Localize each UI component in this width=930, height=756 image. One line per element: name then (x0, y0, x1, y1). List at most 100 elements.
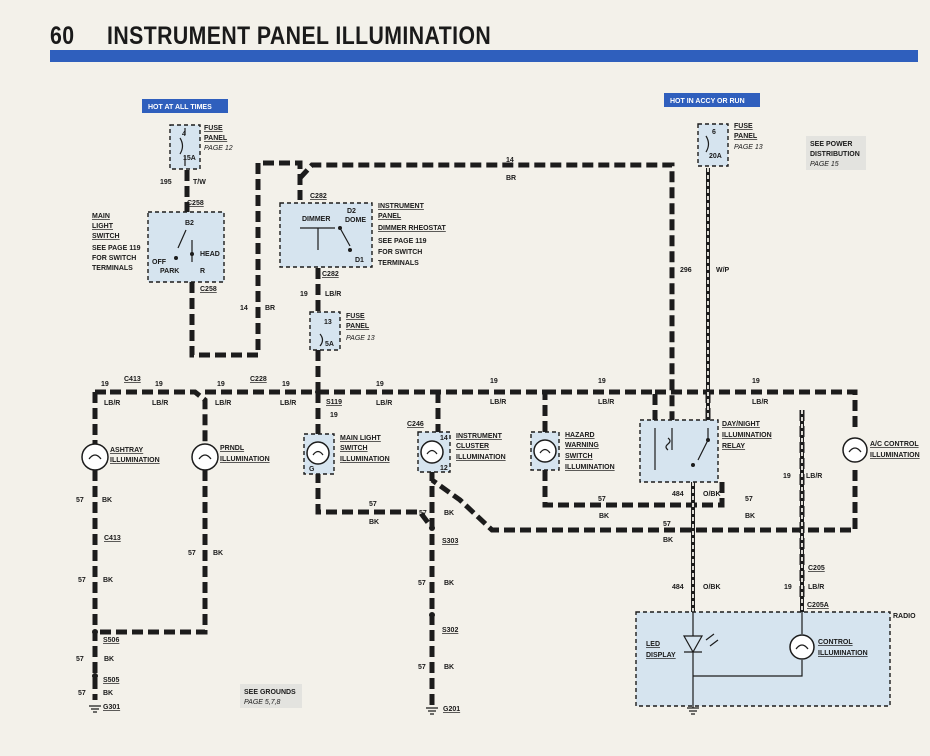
svg-text:BR: BR (265, 305, 275, 312)
svg-text:484: 484 (672, 584, 684, 591)
svg-text:ILLUMINATION: ILLUMINATION (456, 454, 506, 461)
svg-text:4: 4 (182, 131, 186, 138)
svg-text:57: 57 (418, 580, 426, 587)
hot-in-accy-tag (664, 93, 760, 107)
svg-text:DIMMER RHEOSTAT: DIMMER RHEOSTAT (378, 225, 447, 232)
svg-text:57: 57 (76, 497, 84, 504)
page-header: 60 INSTRUMENT PANEL ILLUMINATION (0, 0, 930, 70)
svg-text:SEE PAGE 119: SEE PAGE 119 (378, 238, 427, 245)
svg-text:PAGE 13: PAGE 13 (734, 144, 763, 151)
svg-text:BK: BK (599, 513, 609, 520)
svg-text:T/W: T/W (193, 179, 206, 186)
svg-text:57: 57 (598, 496, 606, 503)
svg-text:LB/R: LB/R (215, 400, 231, 407)
see-power-distribution-note: SEE POWER DISTRIBUTION PAGE 15 (806, 136, 866, 170)
svg-text:BK: BK (213, 550, 223, 557)
hot-in-accy-text: HOT IN ACCY OR RUN (670, 98, 745, 105)
svg-text:ILLUMINATION: ILLUMINATION (220, 456, 270, 463)
svg-text:OFF: OFF (152, 259, 167, 266)
svg-text:19: 19 (783, 473, 791, 480)
svg-text:MAIN: MAIN (92, 213, 110, 220)
svg-text:57: 57 (663, 521, 671, 528)
svg-text:57: 57 (419, 510, 427, 517)
hot-at-all-times-text: HOT AT ALL TIMES (148, 104, 212, 111)
svg-text:BK: BK (444, 510, 454, 517)
svg-text:LB/R: LB/R (598, 399, 614, 406)
svg-text:19: 19 (784, 584, 792, 591)
svg-text:PANEL: PANEL (204, 135, 228, 142)
svg-text:FOR SWITCH: FOR SWITCH (378, 249, 422, 256)
svg-text:19: 19 (300, 291, 308, 298)
svg-text:C246: C246 (407, 421, 424, 428)
svg-text:O/BK: O/BK (703, 584, 721, 591)
svg-text:BK: BK (103, 577, 113, 584)
ground-g201-icon (426, 707, 438, 715)
svg-text:WARNING: WARNING (565, 442, 599, 449)
svg-text:CONTROL: CONTROL (818, 639, 853, 646)
svg-text:57: 57 (745, 496, 753, 503)
prndl-illumination: PRNDL ILLUMINATION (191, 443, 270, 471)
svg-text:C413: C413 (124, 376, 141, 383)
hazard-warning-switch-illumination: HAZARD WARNING SWITCH ILLUMINATION (530, 431, 615, 471)
svg-text:SEE GROUNDS: SEE GROUNDS (244, 689, 296, 696)
svg-text:14: 14 (240, 305, 248, 312)
page-title: INSTRUMENT PANEL ILLUMINATION (107, 22, 492, 50)
svg-text:LB/R: LB/R (104, 400, 120, 407)
svg-text:C413: C413 (104, 535, 121, 542)
svg-text:14: 14 (506, 157, 514, 164)
svg-text:LIGHT: LIGHT (92, 223, 114, 230)
svg-text:BK: BK (103, 690, 113, 697)
svg-text:D1: D1 (355, 257, 364, 264)
svg-text:57: 57 (188, 550, 196, 557)
svg-text:TERMINALS: TERMINALS (92, 265, 133, 272)
svg-text:FOR SWITCH: FOR SWITCH (92, 255, 136, 262)
ac-control-illumination: A/C CONTROL ILLUMINATION (842, 437, 920, 463)
svg-text:C258: C258 (187, 200, 204, 207)
svg-text:195: 195 (160, 179, 172, 186)
svg-text:19: 19 (155, 381, 163, 388)
svg-text:R: R (200, 268, 205, 275)
hatched-wires (691, 168, 804, 612)
svg-text:ILLUMINATION: ILLUMINATION (722, 432, 772, 439)
svg-text:BK: BK (444, 664, 454, 671)
see-grounds-note: SEE GROUNDS PAGE 5,7,8 (240, 684, 302, 708)
svg-text:SWITCH: SWITCH (340, 445, 368, 452)
svg-text:S119: S119 (326, 399, 342, 406)
day-night-illumination-relay: DAY/NIGHT ILLUMINATION RELAY (639, 419, 772, 483)
svg-text:B2: B2 (185, 220, 194, 227)
svg-text:6: 6 (712, 129, 716, 136)
svg-text:A/C CONTROL: A/C CONTROL (870, 441, 919, 448)
svg-text:LB/R: LB/R (280, 400, 296, 407)
svg-text:CLUSTER: CLUSTER (456, 443, 489, 450)
svg-text:57: 57 (76, 656, 84, 663)
svg-text:C205A: C205A (807, 602, 829, 609)
svg-text:ILLUMINATION: ILLUMINATION (565, 464, 615, 471)
radio: RADIO LED DISPLAY CONTROL ILLUMINATION (635, 611, 916, 707)
svg-text:S303: S303 (442, 538, 458, 545)
svg-text:19: 19 (598, 378, 606, 385)
svg-text:PAGE 13: PAGE 13 (346, 335, 375, 342)
svg-text:DISPLAY: DISPLAY (646, 652, 676, 659)
svg-text:INSTRUMENT: INSTRUMENT (456, 433, 503, 440)
svg-text:BK: BK (663, 537, 673, 544)
svg-text:ILLUMINATION: ILLUMINATION (340, 456, 390, 463)
svg-text:PANEL: PANEL (378, 213, 402, 220)
svg-text:DIMMER: DIMMER (302, 216, 330, 223)
instrument-panel-dimmer-rheostat: C282 DIMMER D2 DOME D1 C282 INSTRUMENT P… (279, 193, 447, 278)
svg-text:57: 57 (78, 690, 86, 697)
svg-text:BK: BK (104, 656, 114, 663)
svg-text:BK: BK (745, 513, 755, 520)
junction-dots (92, 389, 435, 679)
svg-text:14: 14 (440, 435, 448, 442)
ground-radio-icon (687, 700, 699, 715)
svg-text:LB/R: LB/R (490, 399, 506, 406)
svg-text:ILLUMINATION: ILLUMINATION (110, 457, 160, 464)
svg-text:W/P: W/P (716, 267, 730, 274)
svg-text:HAZARD: HAZARD (565, 432, 595, 439)
main-light-switch: C258 B2 HEAD OFF PARK R C258 MAIN LIGHT … (92, 200, 225, 293)
svg-text:BK: BK (369, 519, 379, 526)
svg-text:19: 19 (101, 381, 109, 388)
svg-text:SEE PAGE 119: SEE PAGE 119 (92, 245, 141, 252)
svg-text:PANEL: PANEL (734, 133, 758, 140)
svg-text:LED: LED (646, 641, 660, 648)
